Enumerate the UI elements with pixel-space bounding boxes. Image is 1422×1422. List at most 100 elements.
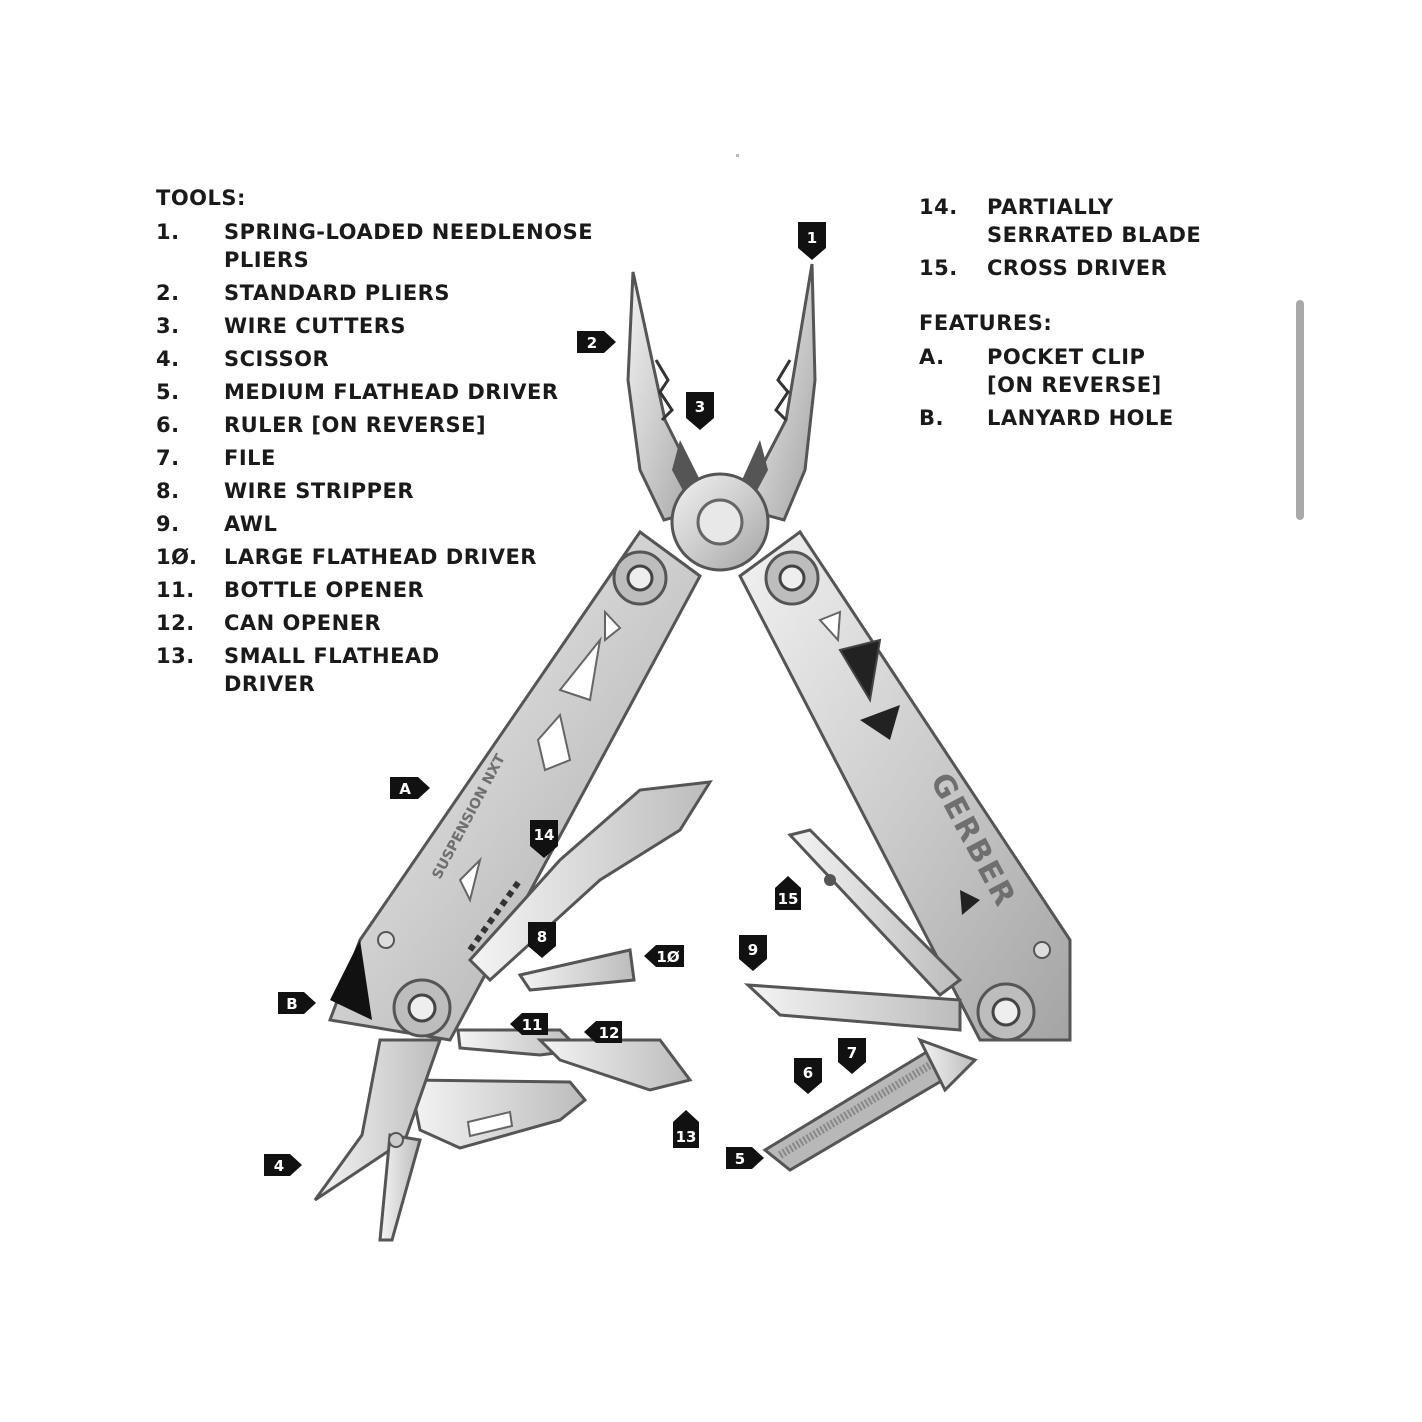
callout-4: 4 (264, 1154, 302, 1176)
callout-10: 1Ø (644, 945, 684, 967)
callout-8: 8 (528, 922, 556, 958)
callout-12: 12 (584, 1021, 622, 1043)
callout-6: 6 (794, 1058, 822, 1094)
tools-legend-continued: 14. PARTIALLY SERRATED BLADE 15. CROSS DRI… (919, 193, 1247, 437)
callout-14-text: 14 (534, 826, 555, 844)
tool-item-5: 5. MEDIUM FLATHEAD DRIVER (156, 378, 604, 406)
tool-item-6: 6. RULER [ON REVERSE] (156, 411, 604, 439)
callout-15-text: 15 (778, 890, 799, 908)
callout-3-text: 3 (695, 398, 705, 416)
tool-item-15: 15. CROSS DRIVER (919, 254, 1247, 282)
right-handle: GERBER (738, 529, 1072, 1042)
callout-2: 2 (577, 331, 616, 353)
scissor-blade-1 (313, 1038, 443, 1202)
callout-1: 1 (798, 222, 826, 260)
tools-heading: TOOLS: (156, 186, 246, 210)
callout-6-text: 6 (803, 1064, 813, 1082)
callout-a-text: A (399, 780, 411, 798)
tool-num: 9. (156, 512, 180, 536)
tool-label: MEDIUM FLATHEAD DRIVER (224, 380, 559, 404)
tool-item-8: 8. WIRE STRIPPER (156, 477, 604, 505)
cross-driver (787, 828, 963, 998)
tool-num: 4. (156, 347, 180, 371)
callout-5-text: 5 (735, 1150, 745, 1168)
tool-num: 11. (156, 578, 195, 602)
callout-9: 9 (739, 935, 767, 971)
tool-num: 6. (156, 413, 180, 437)
callout-7-text: 7 (847, 1044, 857, 1062)
tool-label: RULER [ON REVERSE] (224, 413, 487, 437)
stray-mark (736, 154, 739, 157)
tool-num: 13. (156, 644, 195, 668)
feature-num: A. (919, 345, 945, 369)
tool-item-14: 14. PARTIALLY SERRATED BLADE (919, 193, 1247, 249)
tool-item-2: 2. STANDARD PLIERS (156, 279, 604, 307)
tool-label: CAN OPENER (224, 611, 382, 635)
callout-3: 3 (686, 392, 714, 430)
callout-12-text: 12 (599, 1024, 620, 1042)
tool-label: SCISSOR (224, 347, 330, 371)
feature-item-a: A. POCKET CLIP [ON REVERSE] (919, 343, 1247, 399)
can-opener (536, 1038, 693, 1092)
tool-item-10: 1Ø. LARGE FLATHEAD DRIVER (156, 543, 604, 571)
callout-9-text: 9 (748, 941, 758, 959)
tool-num: 1Ø. (156, 545, 198, 569)
tool-label: WIRE CUTTERS (224, 314, 407, 338)
callout-A: A (390, 777, 430, 799)
tool-num: 3. (156, 314, 180, 338)
callout-8-text: 8 (537, 928, 547, 946)
tool-label: BOTTLE OPENER (224, 578, 425, 602)
callout-b-text: B (286, 995, 297, 1013)
tool-item-13: 13. SMALL FLATHEAD DRIVER (156, 642, 604, 698)
feature-label: POCKET CLIP [ON REVERSE] (987, 345, 1162, 397)
callout-14: 14 (530, 820, 558, 858)
feature-label: LANYARD HOLE (987, 406, 1174, 430)
feature-num: B. (919, 406, 944, 430)
tool-label: CROSS DRIVER (987, 256, 1168, 280)
large-flathead-driver (517, 948, 636, 992)
tool-item-3: 3. WIRE CUTTERS (156, 312, 604, 340)
lanyard-hole (330, 940, 372, 1020)
tool-item-7: 7.FILE (156, 444, 604, 472)
callout-11-text: 11 (522, 1016, 543, 1034)
tool-num: 5. (156, 380, 180, 404)
right-tools (743, 828, 978, 1172)
callout-15: 15 (775, 876, 801, 910)
tool-item-11: 11. BOTTLE OPENER (156, 576, 604, 604)
callout-11: 11 (510, 1013, 548, 1035)
tool-num: 14. (919, 195, 958, 219)
callout-4-text: 4 (274, 1157, 284, 1175)
pivot-bolt (696, 498, 744, 546)
callout-13: 13 (673, 1110, 699, 1148)
tool-num: 8. (156, 479, 180, 503)
callout-5: 5 (726, 1147, 764, 1169)
tool-item-9: 9.AWL (156, 510, 604, 538)
tool-label: STANDARD PLIERS (224, 281, 450, 305)
needlenose-jaws (626, 263, 817, 572)
tools-legend: TOOLS: 1. SPRING-LOADED NEEDLENOSE PLIERS… (156, 184, 604, 703)
callout-7: 7 (838, 1038, 866, 1074)
tool-num: 15. (919, 256, 958, 280)
tool-num: 12. (156, 611, 195, 635)
tool-label: WIRE STRIPPER (224, 479, 415, 503)
callout-2-text: 2 (587, 334, 597, 352)
tool-label: LARGE FLATHEAD DRIVER (224, 545, 537, 569)
callout-1-text: 1 (807, 229, 817, 247)
tool-num: 1. (156, 220, 180, 244)
tool-num: 2. (156, 281, 180, 305)
tool-label: SPRING-LOADED NEEDLENOSE PLIERS (224, 220, 594, 272)
medium-flathead-driver (916, 1037, 978, 1093)
tool-item-4: 4. SCISSOR (156, 345, 604, 373)
feature-item-b: B. LANYARD HOLE (919, 404, 1247, 432)
callout-13-text: 13 (676, 1128, 697, 1146)
tool-label: SMALL FLATHEAD DRIVER (224, 644, 440, 696)
tool-label: PARTIALLY SERRATED BLADE (987, 195, 1202, 247)
scissor-blade-2 (378, 1133, 422, 1242)
tool-item-12: 12. CAN OPENER (156, 609, 604, 637)
callout-10-text: 1Ø (656, 948, 679, 966)
awl (743, 983, 962, 1032)
vertical-scrollbar[interactable] (1296, 300, 1304, 520)
callout-B: B (278, 992, 316, 1014)
